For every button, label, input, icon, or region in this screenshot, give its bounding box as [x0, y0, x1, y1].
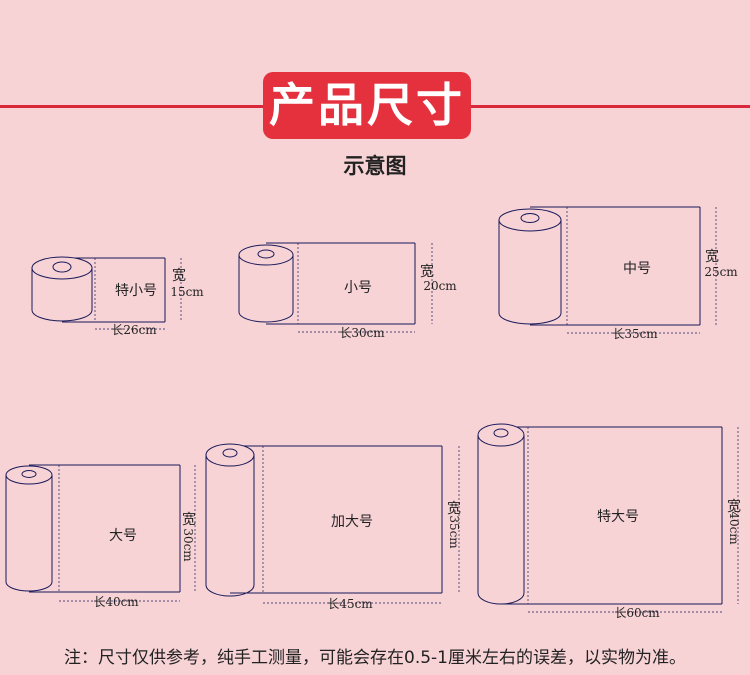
page-title: 产品尺寸	[263, 72, 471, 139]
size-name-extra-small: 特小号	[115, 283, 157, 299]
length-label-large: 长40cm	[93, 595, 139, 609]
roll-extra-large: 加大号 宽 35cm 长45cm	[205, 443, 461, 611]
width-label-xx-large: 宽	[727, 498, 741, 515]
length-label-xx-large: 长60cm	[614, 606, 660, 620]
footnote: 注：尺寸仅供参考，纯手工测量，可能会存在0.5-1厘米左右的误差，以实物为准。	[64, 648, 686, 668]
roll-xx-large: 特大号 宽 40cm 长60cm	[477, 423, 741, 620]
roll-extra-small: 特小号 宽 15cm 长26cm	[31, 256, 204, 337]
header-line-right	[471, 105, 750, 108]
width-label-extra-large: 宽	[447, 500, 461, 517]
width-value-extra-large: 35cm	[447, 515, 461, 549]
width-value-small: 20cm	[423, 279, 457, 293]
width-value-medium: 25cm	[704, 265, 738, 279]
size-name-large: 大号	[109, 528, 137, 544]
width-label-extra-small: 宽	[172, 267, 186, 284]
width-label-large: 宽	[182, 511, 196, 528]
roll-large: 大号 宽 30cm 长40cm	[5, 464, 196, 609]
size-name-xx-large: 特大号	[597, 509, 639, 525]
length-label-extra-small: 长26cm	[111, 323, 157, 337]
roll-small: 小号 宽 20cm 长30cm	[238, 242, 457, 340]
size-diagram: 特小号 宽 15cm 长26cm 小号 宽 20cm 长30cm 中号 宽 25…	[5, 206, 741, 620]
roll-medium: 中号 宽 25cm 长35cm	[498, 206, 738, 341]
length-label-small: 长30cm	[339, 326, 385, 340]
width-value-extra-small: 15cm	[170, 285, 204, 299]
size-name-extra-large: 加大号	[331, 514, 373, 530]
width-value-large: 30cm	[181, 528, 195, 562]
page-subtitle: 示意图	[343, 154, 407, 178]
width-value-xx-large: 40cm	[727, 511, 741, 545]
width-label-small: 宽	[420, 263, 434, 280]
size-name-medium: 中号	[623, 261, 651, 277]
size-name-small: 小号	[344, 280, 372, 296]
length-label-extra-large: 长45cm	[327, 597, 373, 611]
header-line-left	[0, 105, 263, 108]
width-label-medium: 宽	[705, 248, 719, 265]
length-label-medium: 长35cm	[612, 327, 658, 341]
